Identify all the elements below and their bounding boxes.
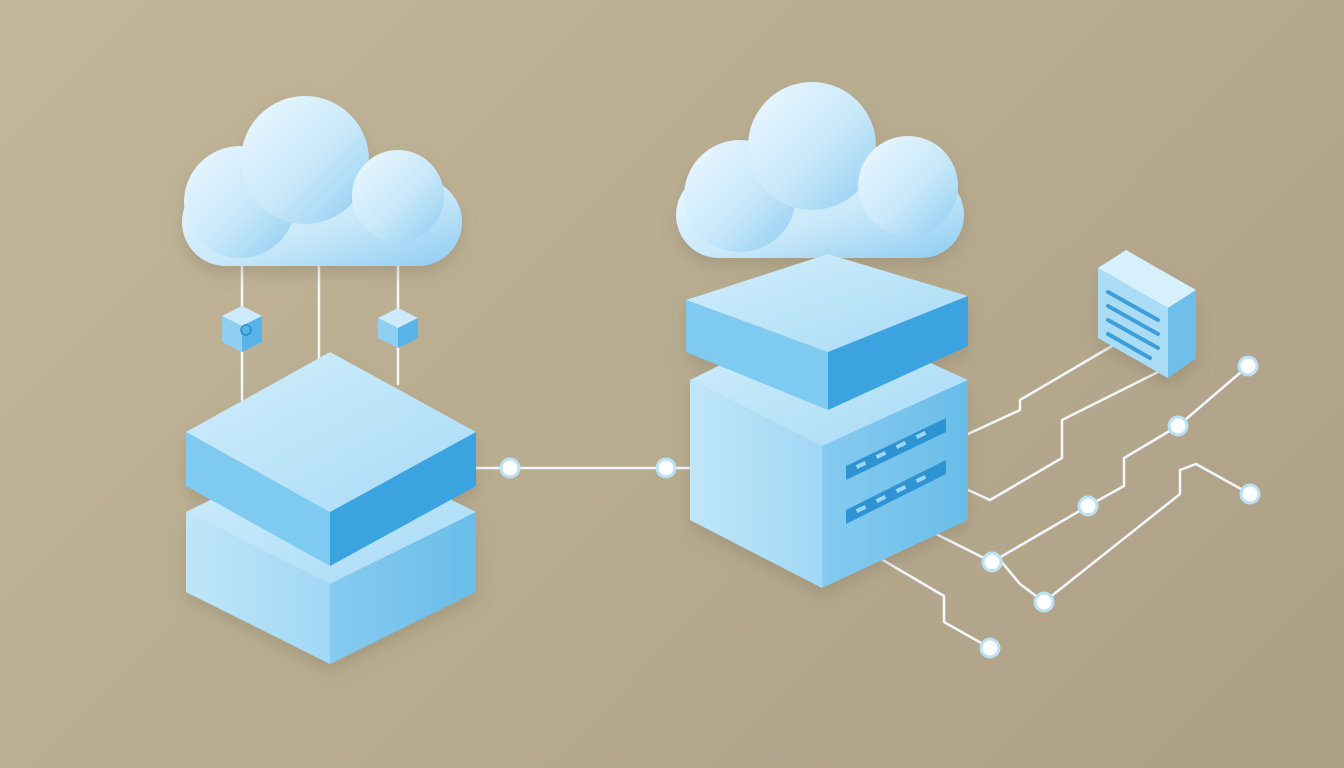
trace-4 [998, 462, 1252, 604]
network-node-icon [979, 637, 1001, 659]
network-node-icon [981, 551, 1003, 573]
network-node-icon [1077, 495, 1099, 517]
device-cube-icon-left [222, 306, 262, 352]
server-stack-icon-left [186, 352, 476, 664]
trace-2 [966, 364, 1172, 502]
network-nodes [499, 355, 1261, 659]
device-panel-icon [1098, 250, 1196, 378]
cloud-icon-left [182, 96, 462, 266]
server-stack-icon-right [686, 254, 968, 588]
network-node-icon [1033, 591, 1055, 613]
trace-1 [966, 344, 1114, 436]
cloud-icon-right [676, 82, 964, 258]
network-node-icon [655, 457, 677, 479]
network-node-icon [499, 457, 521, 479]
network-node-icon [1239, 483, 1261, 505]
device-cube-icon-right [378, 308, 418, 348]
trace-5 [874, 554, 992, 650]
network-node-icon [1167, 415, 1189, 437]
network-node-icon [1237, 355, 1259, 377]
